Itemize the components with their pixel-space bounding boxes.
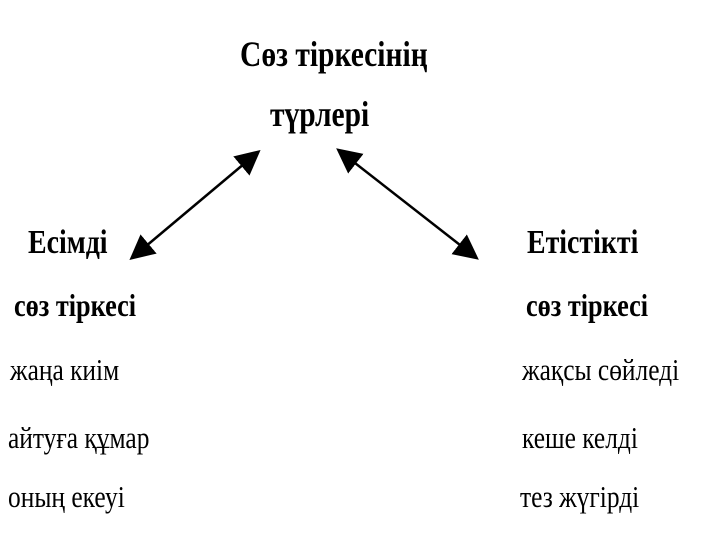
left-example-3: оның екеуі bbox=[8, 479, 125, 514]
left-example-1: жаңа киім bbox=[10, 352, 120, 387]
right-heading: Етістікті bbox=[527, 224, 639, 261]
right-example-2: кеше келді bbox=[522, 420, 638, 455]
title-line-2: түрлері bbox=[270, 94, 370, 134]
right-subheading: сөз тіркесі bbox=[526, 287, 649, 323]
right-example-3: тез жүгірді bbox=[520, 479, 640, 514]
arrow-right bbox=[336, 148, 479, 260]
arrow-left bbox=[129, 149, 261, 261]
title-line-1: Сөз тіркесінің bbox=[240, 34, 428, 74]
right-example-1: жақсы сөйледі bbox=[522, 352, 680, 387]
left-subheading: сөз тіркесі bbox=[14, 287, 137, 323]
left-example-2: айтуға құмар bbox=[8, 420, 150, 455]
left-heading: Есімді bbox=[28, 224, 108, 261]
